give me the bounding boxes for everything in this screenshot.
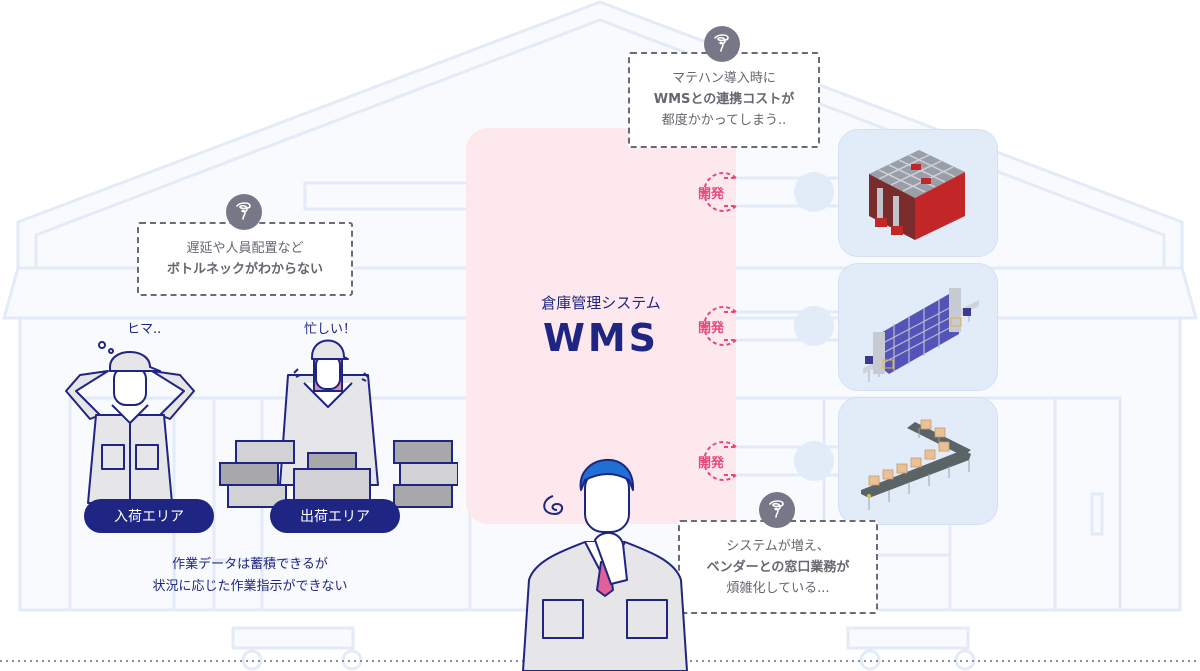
wms-title: WMS xyxy=(542,316,660,360)
shipping-area-label: 出荷エリア xyxy=(270,499,400,533)
dev-badge: 開発 xyxy=(688,172,738,212)
wms-panel: 倉庫管理システム WMS xyxy=(466,128,736,524)
dev-label: 開発 xyxy=(697,320,724,336)
shipping-worker-speech: 忙しい！ xyxy=(304,322,357,337)
bored-worker-illustration xyxy=(65,341,195,504)
swirl-icon xyxy=(759,492,795,528)
swirl-icon xyxy=(226,194,262,230)
bubble-line: 遅延や人員配置など xyxy=(186,241,304,256)
bubble-line: ベンダーとの窓口業務が xyxy=(706,560,850,575)
bubble-line: WMSとの連携コストが xyxy=(653,92,795,107)
dev-label: 開発 xyxy=(697,455,724,471)
caption-line: 作業データは蓄積できるが xyxy=(172,557,328,572)
problem-bubble-bottleneck: 遅延や人員配置など ボトルネックがわからない xyxy=(137,222,353,296)
receiving-worker-speech: ヒマ.. xyxy=(127,322,162,337)
bubble-line: 都度かかってしまう.. xyxy=(661,113,787,128)
busy-worker-illustration xyxy=(219,339,458,508)
dev-label: 開発 xyxy=(697,186,724,202)
worried-manager-illustration xyxy=(522,459,688,671)
machine-piece-vertical-shelf xyxy=(838,263,998,391)
problem-bubble-integration-cost: マテハン導入時に WMSとの連携コストが 都度かかってしまう.. xyxy=(628,52,820,148)
storage-cube-icon xyxy=(869,150,965,240)
puzzle-knob xyxy=(794,441,834,481)
conveyor-icon xyxy=(861,419,971,510)
dev-badge: 開発 xyxy=(688,306,738,346)
bubble-line: 煩雑化している... xyxy=(726,581,830,596)
caption-line: 状況に応じた作業指示ができない xyxy=(152,579,348,594)
vertical-shelf-icon xyxy=(863,288,979,382)
bubble-line: マテハン導入時に xyxy=(672,71,776,86)
bubble-line: ボトルネックがわからない xyxy=(166,262,323,277)
puzzle-knob xyxy=(794,172,834,212)
puzzle-knob xyxy=(794,306,834,346)
wms-subtitle: 倉庫管理システム xyxy=(541,294,661,312)
work-data-caption: 作業データは蓄積できるが 状況に応じた作業指示ができない xyxy=(110,554,390,598)
problem-bubble-vendor-complexity: システムが増え、 ベンダーとの窓口業務が 煩雑化している... xyxy=(678,520,878,614)
machine-piece-conveyor xyxy=(838,397,998,525)
machine-piece-storage-cube xyxy=(838,129,998,257)
swirl-icon xyxy=(704,26,740,62)
bubble-line: システムが増え、 xyxy=(726,539,830,554)
dev-badge: 開発 xyxy=(688,441,738,481)
receiving-area-label: 入荷エリア xyxy=(84,499,214,533)
